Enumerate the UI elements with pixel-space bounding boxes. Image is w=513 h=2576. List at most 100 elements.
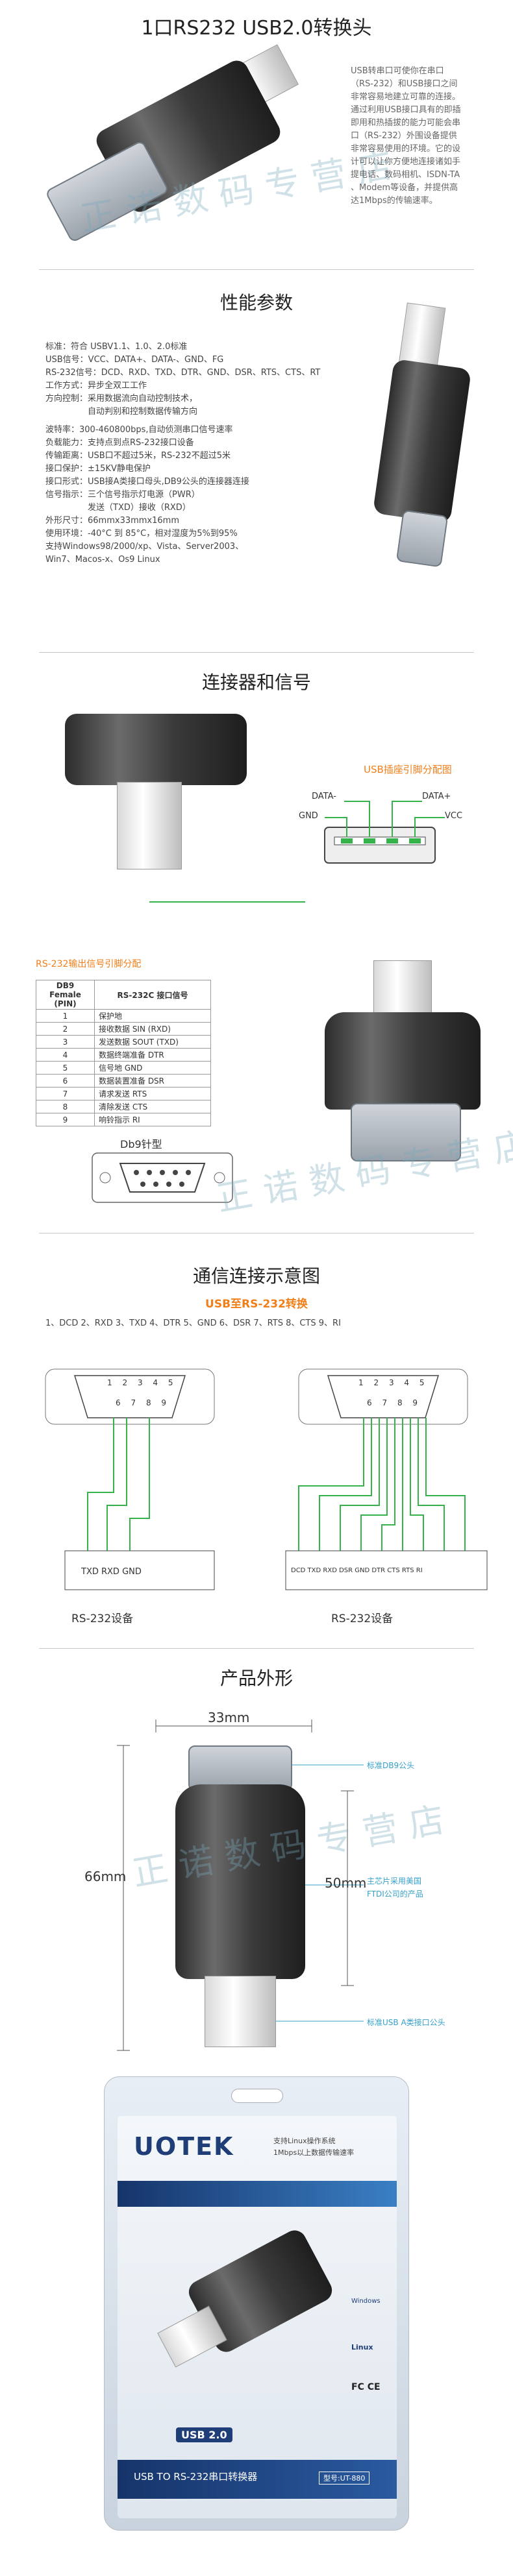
spec-line: Win7、Macos-x、Os9 Linux — [45, 555, 160, 565]
intro-line: 、Modem等设备，并提供高 — [351, 183, 458, 193]
intro-text: USB转串口可使你在串口 （RS-232）和USB接口之间 非常容易地建立可靠的… — [351, 65, 500, 208]
section-title-performance: 性能参数 — [219, 292, 293, 313]
package-caption: USB TO RS-232串口转换器 — [134, 2471, 258, 2483]
db9-label: Db9针型 — [120, 1138, 162, 1150]
spec-line: 信号指示：三个信号指示灯电源（PWR） — [45, 490, 200, 500]
divider — [39, 652, 474, 653]
intro-line: 达1Mbps的传输速率。 — [351, 196, 438, 206]
spec-line: 发送（TXD）接收（RXD） — [45, 503, 191, 513]
intro-line: USB转串口可使你在串口 — [351, 66, 444, 76]
db9-connector — [351, 1103, 461, 1161]
left-top-pins: 1 2 3 4 5 — [107, 1378, 177, 1387]
pin-number: 7 — [131, 1398, 140, 1407]
spec-line: 支持Windows98/2000/xp、Vista、Server2003、 — [45, 542, 244, 552]
pin-number: 8 — [145, 1398, 155, 1407]
section-title-comm: 通信连接示意图 — [192, 1265, 320, 1287]
usb-socket-drawing — [324, 801, 445, 864]
label-gnd: GND — [299, 811, 318, 821]
package-bullet-2: 1Mbps以上数据传输速率 — [273, 2148, 355, 2157]
usb-product-image — [39, 714, 273, 882]
table-cell: 1 — [36, 1009, 95, 1023]
page-title: 1口RS232 USB2.0转换头 — [141, 17, 372, 40]
intro-line: 计可以让你方便地连接诸如手 — [351, 157, 461, 167]
spec-line: 接口保护：±15KV静电保护 — [45, 464, 151, 474]
right-top-pins: 1 2 3 4 5 — [358, 1378, 429, 1387]
table-header: DB9 Female (PIN) — [36, 980, 95, 1010]
performance-list: 标准：符合 USBV1.1、1.0、2.0标准 USB信号：VCC、DATA+、… — [45, 341, 351, 566]
pin-number: 9 — [161, 1398, 171, 1407]
usb-plug — [205, 1976, 276, 2047]
db9-pin-drawing — [92, 1152, 233, 1203]
section-title-connectors: 连接器和信号 — [201, 672, 311, 693]
note-db9: 标准DB9公头 — [367, 1761, 415, 1770]
label-data-plus: DATA+ — [422, 792, 451, 801]
pin-number: 2 — [122, 1378, 132, 1387]
pin-number: 1 — [107, 1378, 116, 1387]
adapter-body — [372, 358, 472, 524]
dim-inner: 50mm — [325, 1875, 367, 1891]
product-image-vertical — [364, 302, 494, 584]
package-hang-hole — [231, 2089, 283, 2103]
divider — [39, 1648, 474, 1649]
spec-line: USB信号：VCC、DATA+、DATA-、GND、FG — [45, 355, 224, 365]
table-cell: 清除发送 CTS — [94, 1100, 211, 1113]
table-cell: 7 — [36, 1087, 95, 1100]
table-cell: 请求发送 RTS — [94, 1087, 211, 1100]
usb-pin-title: USB插座引脚分配图 — [364, 764, 452, 775]
table-cell: 信号地 GND — [94, 1061, 211, 1075]
rs232-pin-title: RS-232输出信号引脚分配 — [36, 959, 142, 969]
table-cell: 保护地 — [94, 1009, 211, 1023]
adapter-body — [65, 714, 247, 785]
intro-line: 通过利用USB接口具有的即插 — [351, 105, 461, 115]
right-device-label: RS-232设备 — [331, 1612, 394, 1625]
comm-diagram-left — [45, 1368, 215, 1590]
intro-line: 口（RS-232）外围设备提供 — [351, 131, 457, 141]
intro-line: 非常容易地建立可靠的连接。 — [351, 92, 461, 102]
intro-line: （RS-232）和USB接口之间 — [351, 79, 458, 89]
table-header: RS-232C 接口信号 — [94, 980, 211, 1010]
db9-connector — [188, 1745, 292, 1791]
table-cell: 数据终端准备 DTR — [94, 1048, 211, 1062]
os-badge-windows: Windows — [351, 2298, 381, 2305]
pin-number: 7 — [382, 1398, 392, 1407]
package-bullet-1: 支持Linux操作系统 — [273, 2137, 336, 2145]
pin-number: 6 — [367, 1398, 376, 1407]
pin-number: 4 — [404, 1378, 414, 1387]
comm-subtitle: USB至RS-232转换 — [205, 1298, 308, 1311]
pin-number: 9 — [412, 1398, 422, 1407]
spec-line: 接口形式：USB接A类接口母头,DB9公头的连接器连接 — [45, 477, 249, 487]
usb-plug — [373, 960, 432, 1019]
divider — [39, 269, 474, 270]
table-cell: 接收数据 SIN (RXD) — [94, 1022, 211, 1036]
spec-line: 自动判别和控制数据传输方向 — [45, 407, 198, 417]
dim-width: 33mm — [208, 1710, 250, 1725]
package-model: 型号:UT-880 — [319, 2472, 370, 2485]
adapter-body — [325, 1012, 481, 1110]
spec-line: 传输距离：USB口不超过5米，RS-232不超过5米 — [45, 451, 231, 461]
usb-plug — [398, 302, 446, 369]
usb-badge: USB 2.0 — [176, 2427, 232, 2442]
pin-number: 5 — [168, 1378, 177, 1387]
package-bottom-band — [118, 2460, 397, 2499]
intro-line: 即用和热插拔的能力可能会串 — [351, 118, 461, 128]
pin-number: 4 — [153, 1378, 162, 1387]
package-image: UOTEK 支持Linux操作系统 1Mbps以上数据传输速率 Windows … — [104, 2076, 409, 2531]
spec-line: 波特率：300-460800bps,自动侦测串口信号速率 — [45, 425, 233, 435]
usb-plug — [117, 782, 182, 869]
os-badge-linux: Linux — [351, 2343, 373, 2351]
table-cell: 8 — [36, 1100, 95, 1113]
spec-line: 外形尺寸：66mmx33mmx16mm — [45, 516, 179, 526]
dim-height: 66mm — [84, 1869, 127, 1884]
right-box-text: DCD TXD RXD DSR GND DTR CTS RTS RI — [291, 1567, 423, 1574]
note-chip-2: FTDI公司的产品 — [367, 1889, 423, 1899]
table-cell: 9 — [36, 1113, 95, 1126]
spec-line: 使用环境：-40°C 到 85°C，相对湿度为5%到95% — [45, 529, 238, 539]
